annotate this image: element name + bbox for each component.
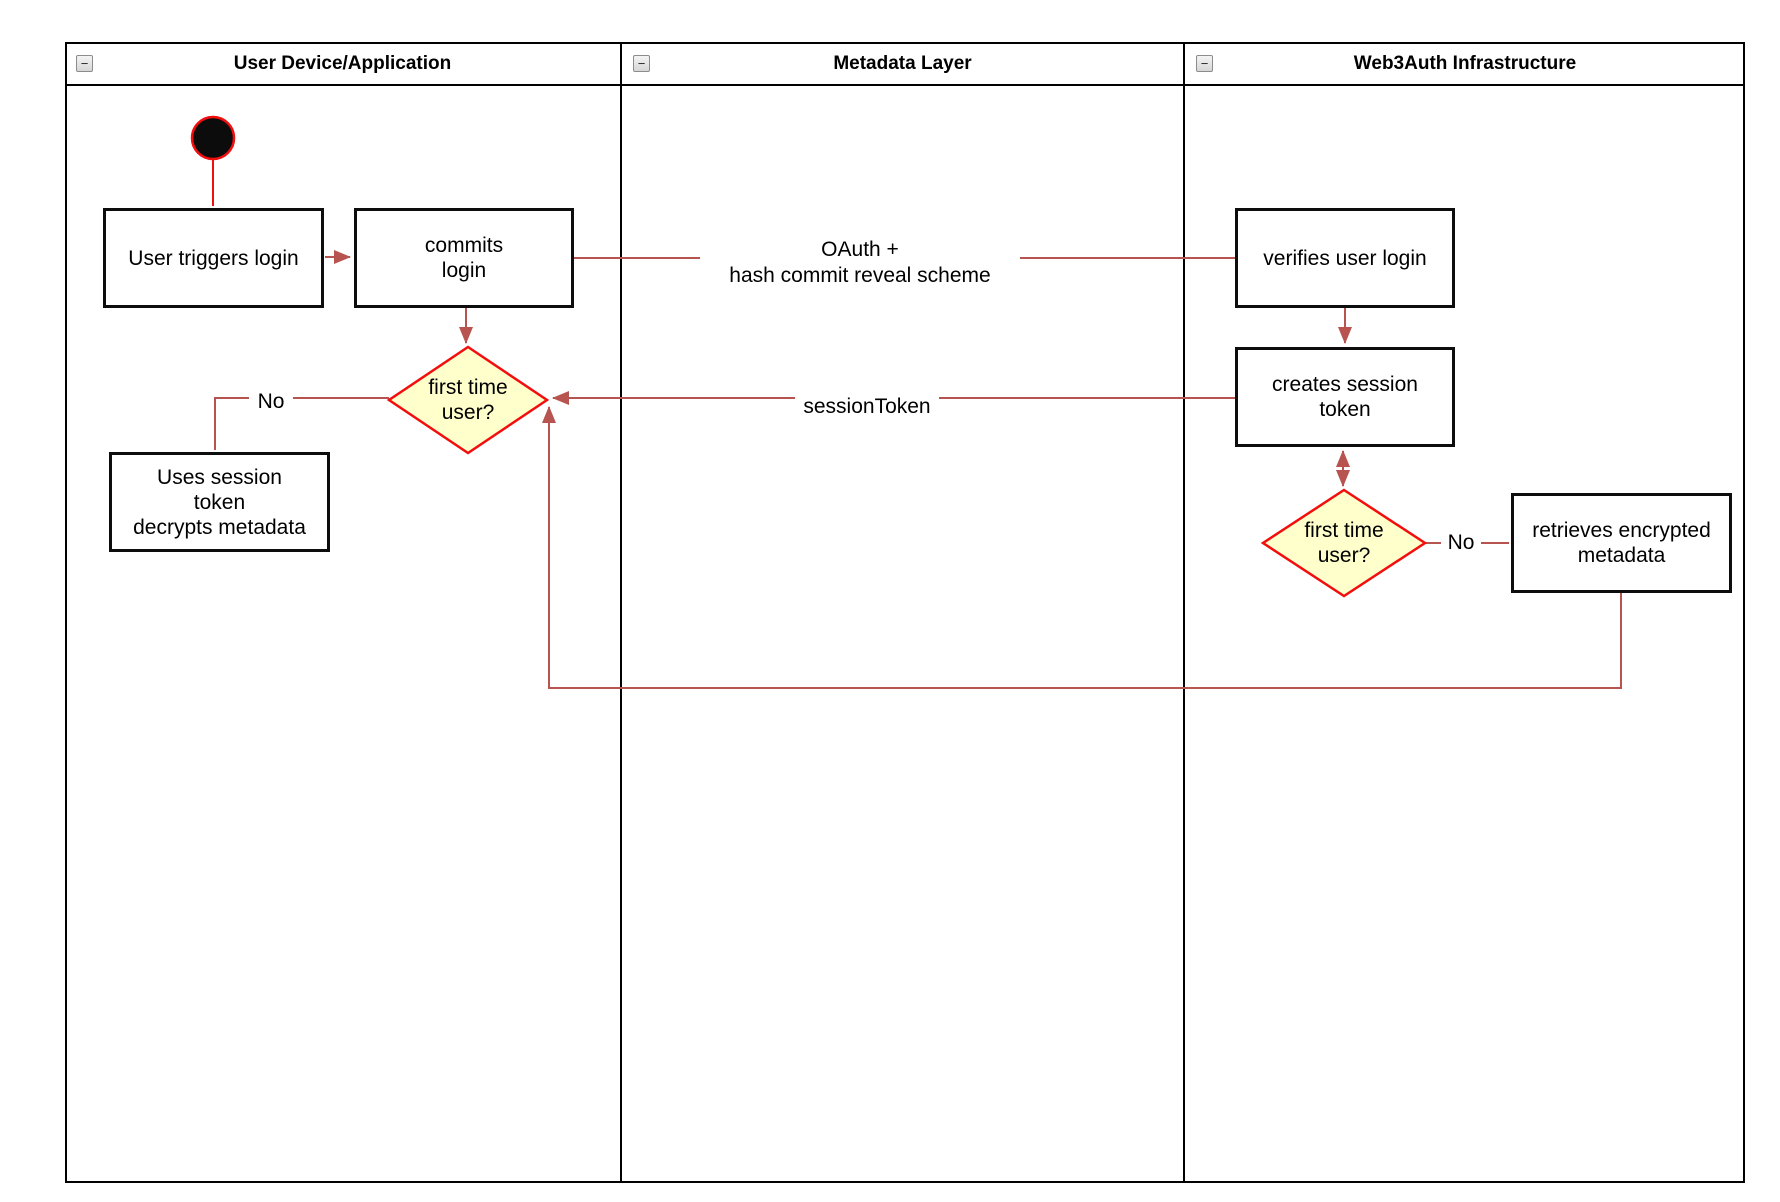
edge-label-no-right: No bbox=[1441, 530, 1481, 556]
edge-label-oauth: OAuth + hash commit reveal scheme bbox=[700, 236, 1020, 290]
collapse-icon[interactable]: − bbox=[633, 55, 650, 72]
edge-label-no-left: No bbox=[249, 389, 293, 415]
decision-label-first-time-user-right[interactable]: first time user? bbox=[1304, 519, 1384, 567]
lane-title-web3auth: Web3Auth Infrastructure bbox=[1353, 53, 1577, 74]
node-verifies-user-login[interactable]: verifies user login bbox=[1235, 208, 1455, 308]
decision-label-first-time-user-left[interactable]: first time user? bbox=[428, 376, 508, 424]
pool-border bbox=[65, 42, 1745, 1183]
lane-title-user-device: User Device/Application bbox=[233, 53, 452, 74]
lane-title-metadata-layer: Metadata Layer bbox=[833, 53, 972, 74]
collapse-icon[interactable]: − bbox=[76, 55, 93, 72]
collapse-icon[interactable]: − bbox=[1196, 55, 1213, 72]
edge-label-session-token: sessionToken bbox=[795, 393, 939, 421]
lane-separator-2 bbox=[1183, 42, 1185, 1183]
node-uses-session-token[interactable]: Uses session token decrypts metadata bbox=[109, 452, 330, 552]
lane-header-user-device: − User Device/Application bbox=[67, 44, 618, 84]
node-commits-login[interactable]: commits login bbox=[354, 208, 574, 308]
lane-header-web3auth: − Web3Auth Infrastructure bbox=[1187, 44, 1743, 84]
header-separator bbox=[65, 84, 1745, 86]
lane-separator-1 bbox=[620, 42, 622, 1183]
node-creates-session-token[interactable]: creates session token bbox=[1235, 347, 1455, 447]
node-retrieves-encrypted-metadata[interactable]: retrieves encrypted metadata bbox=[1511, 493, 1732, 593]
node-user-triggers-login[interactable]: User triggers login bbox=[103, 208, 324, 308]
lane-header-metadata-layer: − Metadata Layer bbox=[624, 44, 1181, 84]
